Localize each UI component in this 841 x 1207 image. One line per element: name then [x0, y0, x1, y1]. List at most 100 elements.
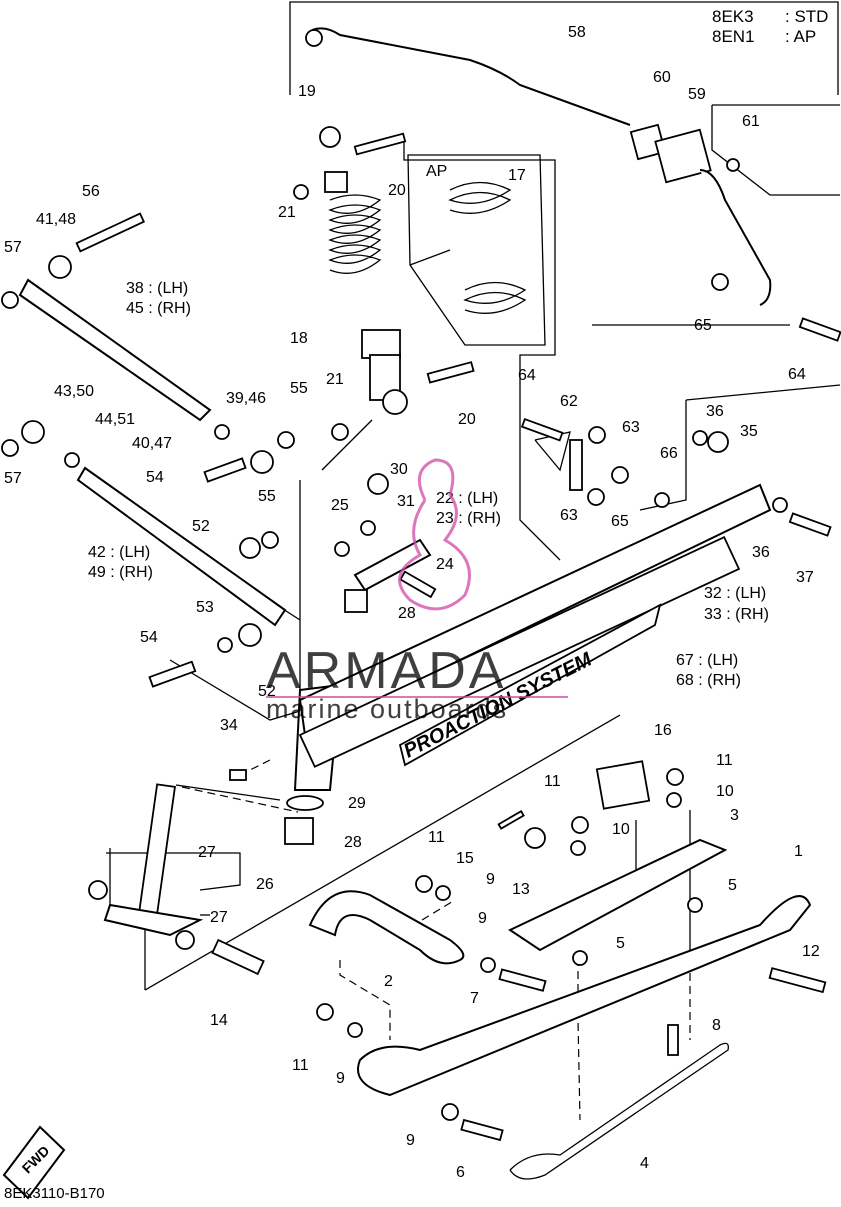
upper-arm — [18, 278, 212, 422]
bolt-20-top — [353, 132, 407, 156]
callout-44-51: 44,51 — [95, 411, 135, 428]
nut-11-left — [415, 875, 433, 893]
callout-62: 62 — [560, 393, 578, 410]
callout-60: 60 — [653, 69, 671, 86]
callout-4: 4 — [640, 1155, 649, 1172]
callout-45-rh: 45 : (RH) — [126, 300, 191, 317]
callout-23-rh: 23 : (RH) — [436, 510, 501, 527]
callout-17: 17 — [508, 167, 526, 184]
callout-37: 37 — [796, 569, 814, 586]
callout-20-a: 20 — [388, 182, 406, 199]
figure-code: 8EK3110-B170 — [4, 1185, 105, 1202]
nipple-34 — [229, 769, 247, 781]
collar-55-upper — [277, 431, 295, 449]
watermark-subtitle: marine outboards — [266, 694, 508, 724]
callout-25: 25 — [331, 497, 349, 514]
nut-21-lower — [331, 423, 349, 441]
ski-handle-2 — [308, 890, 465, 965]
bushing-27-a — [88, 880, 108, 900]
bolt-61 — [726, 158, 740, 172]
bushing-27-b — [175, 930, 195, 950]
washer-9-b — [480, 957, 496, 973]
callout-18: 18 — [290, 330, 308, 347]
plate-59 — [654, 128, 712, 184]
washer-9-a — [435, 885, 451, 901]
washer-9-c — [347, 1022, 363, 1038]
cap-30 — [367, 473, 389, 495]
callout-61: 61 — [742, 113, 760, 130]
callout-11-d: 11 — [292, 1057, 309, 1074]
callout-35: 35 — [740, 423, 758, 440]
callout-10-a: 10 — [716, 783, 734, 800]
callout-16: 16 — [654, 722, 672, 739]
ap-spring-inset-frame — [407, 154, 546, 346]
callout-11-a: 11 — [716, 752, 733, 769]
bushing-52-upper — [239, 537, 261, 559]
callout-11-c: 11 — [428, 829, 445, 846]
callout-39-46: 39,46 — [226, 390, 266, 407]
lower-arm — [76, 466, 287, 627]
callout-64-a: 64 — [788, 366, 806, 383]
bolt-54-upper — [203, 457, 247, 483]
washer-10-right — [666, 792, 682, 808]
callout-13: 13 — [512, 881, 530, 898]
callout-21-a: 21 — [278, 204, 296, 221]
callout-28-b: 28 — [344, 834, 362, 851]
washer-44-51 — [64, 452, 80, 468]
bushing-35 — [707, 431, 729, 453]
callout-53: 53 — [196, 599, 214, 616]
bolt-64-lower — [520, 417, 564, 442]
callout-64-b: 64 — [518, 367, 536, 384]
callout-54-b: 54 — [140, 629, 158, 646]
callout-36-a: 36 — [706, 403, 724, 420]
model-code-table: 8EK3 : STD 8EN1 : AP — [712, 7, 828, 46]
shock-top-mount — [324, 171, 348, 193]
bolt-37 — [788, 512, 832, 537]
callout-54-a: 54 — [146, 469, 164, 486]
nut-65-lower — [654, 492, 670, 508]
fwd-arrow: FWD — [2, 1125, 66, 1200]
screw-5-left — [572, 950, 588, 966]
link-62 — [569, 439, 583, 491]
ap-inset-pointer — [409, 249, 451, 266]
clip-31 — [360, 520, 376, 536]
callout-55-b: 55 — [258, 488, 276, 505]
callout-28-a: 28 — [398, 605, 416, 622]
parts — [1, 27, 841, 1180]
callout-43-50: 43,50 — [54, 383, 94, 400]
collar-63-lower — [587, 488, 605, 506]
ap-spring-17 — [448, 181, 527, 314]
nut-57-lower — [1, 439, 19, 457]
callout-30: 30 — [390, 461, 408, 478]
washer-10-mid — [570, 840, 586, 856]
bushing-28-lower — [284, 817, 314, 845]
screw-5-right — [687, 897, 703, 913]
watermark: ARMADA marine outboards — [266, 458, 568, 724]
stabilizer-bar-end — [305, 29, 323, 47]
callout-65-b: 65 — [611, 513, 629, 530]
callout-19: 19 — [298, 83, 316, 100]
callout-56: 56 — [82, 183, 100, 200]
washer-9-d — [441, 1103, 459, 1121]
callout-32-lh: 32 : (LH) — [704, 585, 766, 602]
model-code-std: 8EK3 — [712, 7, 754, 26]
callout-20-b: 20 — [458, 411, 476, 428]
nut-11-right — [666, 768, 684, 786]
callout-10-b: 10 — [612, 821, 630, 838]
callout-27-b: 27 — [210, 909, 228, 926]
decal-67-68 — [398, 603, 662, 767]
pin-15 — [497, 810, 525, 830]
model-code-ap: 8EN1 — [712, 27, 755, 46]
collar-14 — [211, 938, 265, 976]
callout-55-a: 55 — [290, 380, 308, 397]
collar-40-47 — [214, 424, 230, 440]
callout-63-b: 63 — [560, 507, 578, 524]
shock-collar-18 — [361, 329, 401, 359]
nut-57-upper — [1, 291, 19, 309]
callout-24: 24 — [436, 556, 454, 573]
bolt-12 — [768, 967, 827, 994]
callout-21-b: 21 — [326, 371, 344, 388]
bolt-24 — [399, 570, 437, 599]
callout-52-a: 52 — [192, 518, 210, 535]
callout-22-lh: 22 : (LH) — [436, 490, 498, 507]
